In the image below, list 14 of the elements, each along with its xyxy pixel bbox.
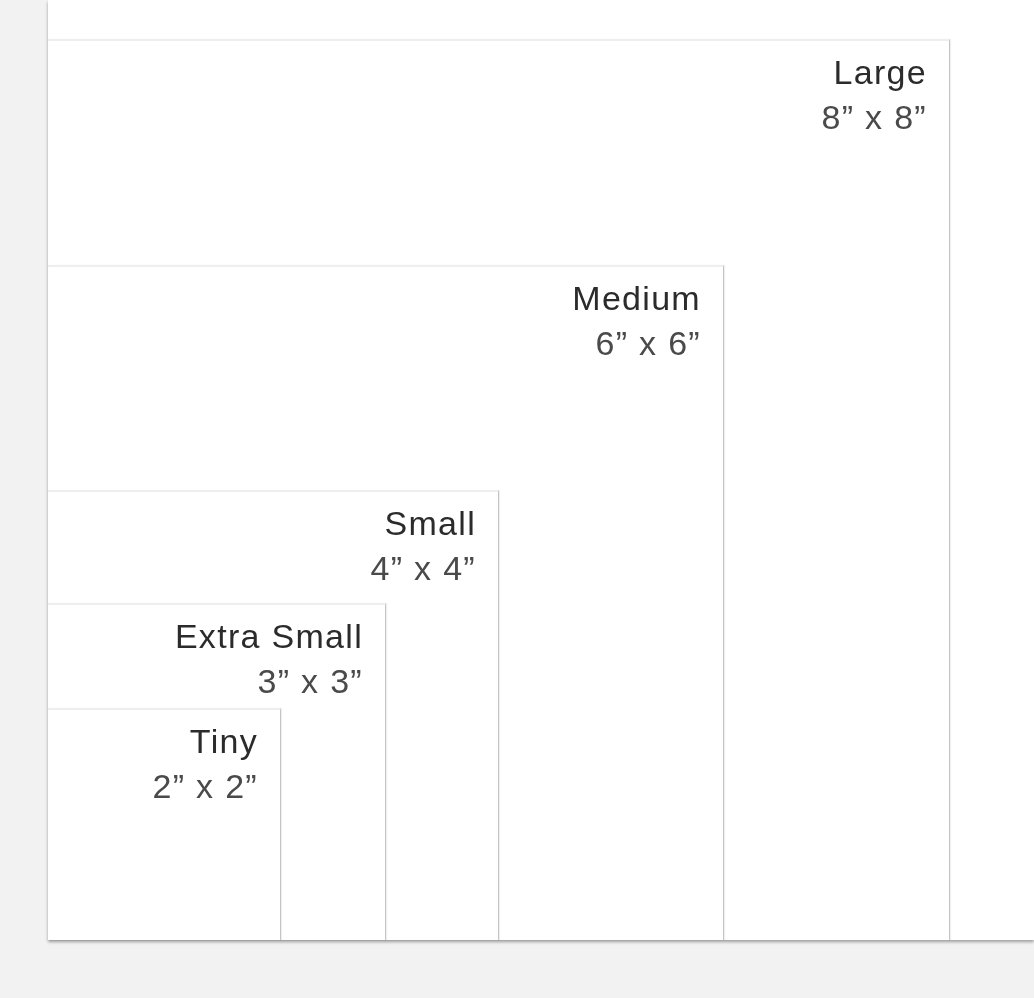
size-dimensions: 2” x 2” — [152, 766, 258, 807]
size-dimensions: 4” x 4” — [370, 548, 476, 589]
size-name: Small — [384, 503, 476, 544]
size-dimensions: 3” x 3” — [257, 661, 363, 702]
size-name: Medium — [572, 278, 701, 319]
size-dimensions: 6” x 6” — [595, 323, 701, 364]
square-panel — [48, 708, 281, 940]
size-name: Extra Small — [174, 616, 363, 657]
square-panel — [48, 603, 386, 940]
size-name: Tiny — [189, 721, 258, 762]
square-panel — [48, 265, 724, 940]
square-panel — [48, 490, 499, 940]
size-name: Large — [833, 52, 927, 93]
size-dimensions: 8” x 8” — [821, 97, 927, 138]
